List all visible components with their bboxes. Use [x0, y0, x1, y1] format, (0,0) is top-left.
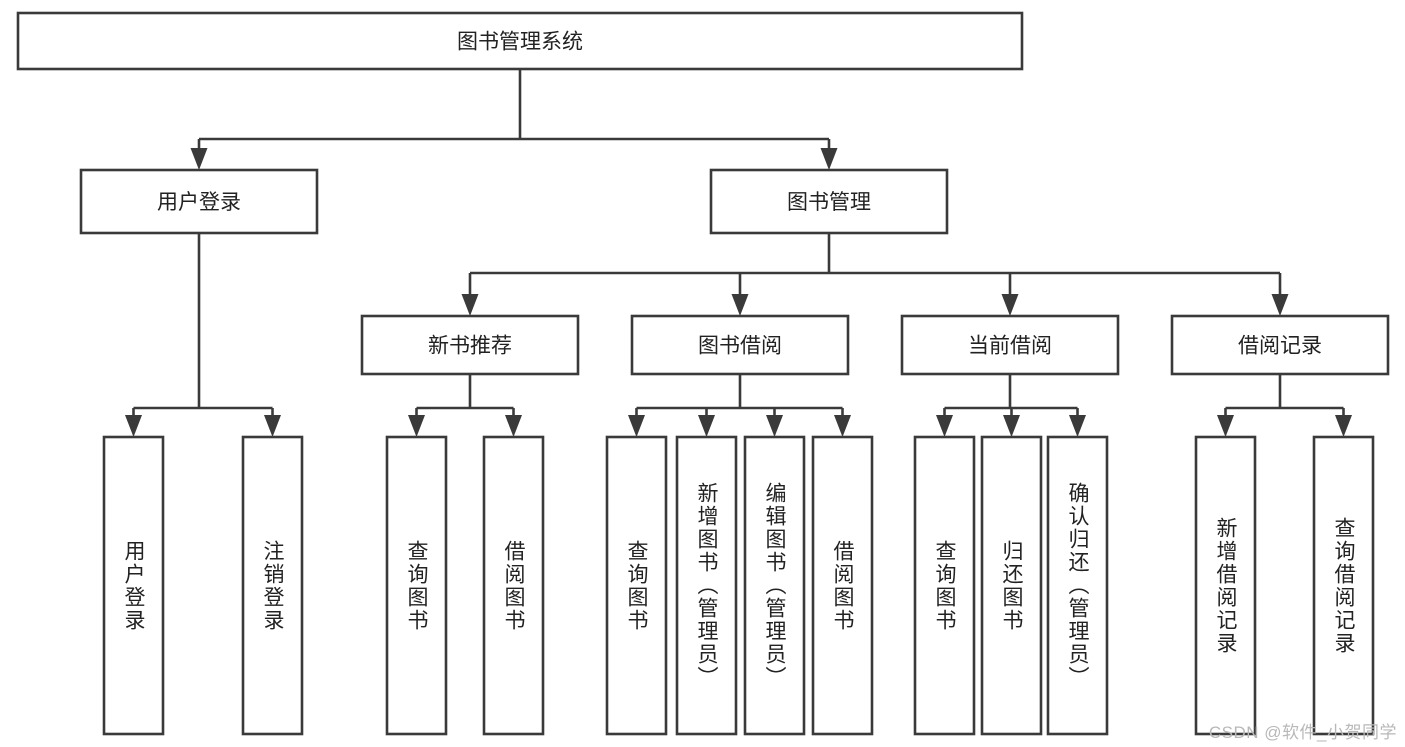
node-n12[interactable] — [1194, 435, 1257, 736]
node-label: 图书管理 — [787, 191, 871, 214]
node-box[interactable] — [16, 11, 1024, 71]
arrow-head-icon — [125, 415, 142, 437]
node-box[interactable] — [605, 435, 668, 736]
node-n08[interactable] — [811, 435, 874, 736]
arrow-head-icon — [1271, 294, 1289, 316]
node-box[interactable] — [913, 435, 976, 736]
node-l1a[interactable]: 用户登录 — [79, 168, 319, 235]
node-box[interactable] — [1312, 435, 1375, 736]
node-box[interactable] — [482, 435, 545, 736]
node-label: 图书借阅 — [698, 335, 782, 358]
node-box[interactable] — [811, 435, 874, 736]
node-box[interactable] — [1170, 314, 1390, 376]
arrow-head-icon — [731, 294, 749, 316]
node-n04[interactable] — [482, 435, 545, 736]
arrow-head-icon — [628, 415, 645, 437]
arrow-head-icon — [834, 415, 851, 437]
node-box[interactable] — [675, 435, 738, 736]
arrow-head-icon — [190, 148, 208, 170]
node-box[interactable] — [1046, 435, 1109, 736]
node-l1b[interactable]: 图书管理 — [709, 168, 949, 235]
node-l2d[interactable]: 借阅记录 — [1170, 314, 1390, 376]
node-box[interactable] — [709, 168, 949, 235]
connector-group — [461, 233, 1289, 316]
connector-group — [628, 374, 851, 437]
node-l2c[interactable]: 当前借阅 — [900, 314, 1120, 376]
arrow-head-icon — [698, 415, 715, 437]
node-n11[interactable] — [1046, 435, 1109, 736]
node-label: 当前借阅 — [968, 335, 1052, 358]
arrow-head-icon — [505, 415, 522, 437]
node-label: 图书管理系统 — [457, 31, 583, 54]
node-box[interactable] — [1194, 435, 1257, 736]
node-n02[interactable] — [241, 435, 304, 736]
arrow-head-icon — [820, 148, 838, 170]
connector-group — [125, 233, 281, 437]
node-box[interactable] — [900, 314, 1120, 376]
arrow-head-icon — [1003, 415, 1020, 437]
arrow-head-icon — [1217, 415, 1234, 437]
node-n05[interactable] — [605, 435, 668, 736]
arrow-head-icon — [1069, 415, 1086, 437]
node-box[interactable] — [743, 435, 806, 736]
connector-group — [1217, 374, 1352, 437]
node-l2b[interactable]: 图书借阅 — [630, 314, 850, 376]
node-box[interactable] — [79, 168, 319, 235]
arrow-head-icon — [264, 415, 281, 437]
arrow-head-icon — [766, 415, 783, 437]
node-label: 借阅记录 — [1238, 335, 1322, 358]
node-box[interactable] — [980, 435, 1043, 736]
node-n01[interactable] — [102, 435, 165, 736]
node-label: 用户登录 — [157, 191, 241, 214]
node-n07[interactable] — [743, 435, 806, 736]
connector-group — [408, 374, 522, 437]
node-root[interactable]: 图书管理系统 — [16, 11, 1024, 71]
node-n10[interactable] — [980, 435, 1043, 736]
connector-group — [190, 69, 838, 170]
node-n13[interactable] — [1312, 435, 1375, 736]
node-l2a[interactable]: 新书推荐 — [360, 314, 580, 376]
connector-layer — [125, 69, 1352, 437]
arrow-head-icon — [1001, 294, 1019, 316]
arrow-head-icon — [936, 415, 953, 437]
node-box[interactable] — [241, 435, 304, 736]
arrow-head-icon — [1335, 415, 1352, 437]
node-n06[interactable] — [675, 435, 738, 736]
node-label: 新书推荐 — [428, 335, 512, 358]
node-box[interactable] — [102, 435, 165, 736]
node-box[interactable] — [385, 435, 448, 736]
arrow-head-icon — [408, 415, 425, 437]
connector-group — [936, 374, 1086, 437]
node-n03[interactable] — [385, 435, 448, 736]
node-box[interactable] — [360, 314, 580, 376]
node-n09[interactable] — [913, 435, 976, 736]
arrow-head-icon — [461, 294, 479, 316]
node-box[interactable] — [630, 314, 850, 376]
watermark-text: CSDN @软件_小贺同学 — [1208, 723, 1397, 742]
